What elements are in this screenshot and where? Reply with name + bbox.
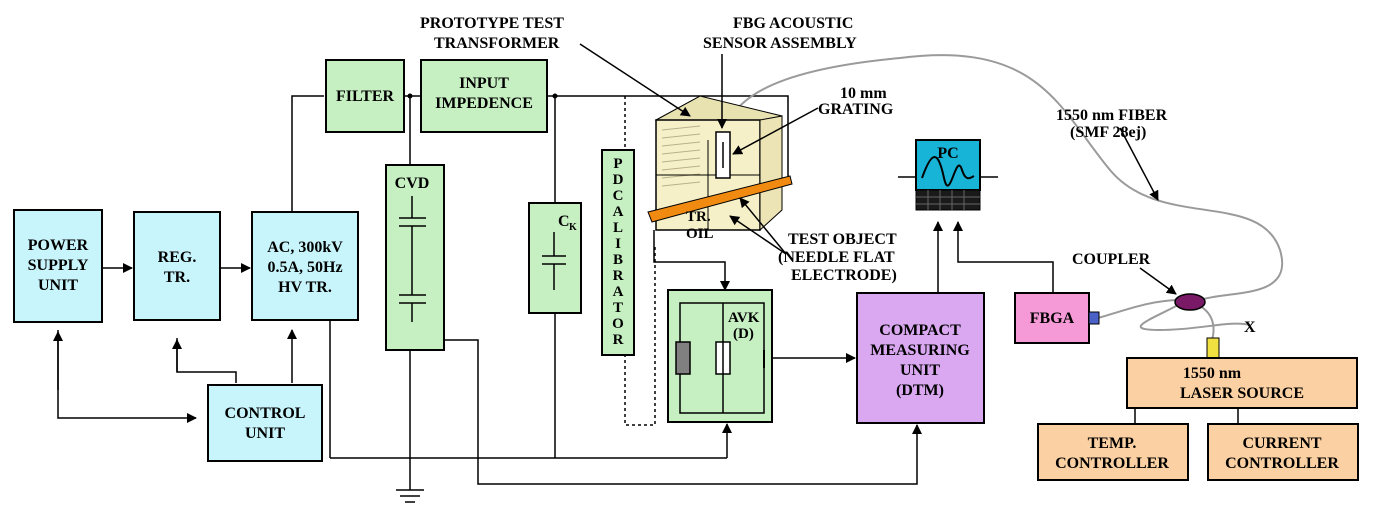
pd-cal-letter: D	[613, 172, 624, 188]
reg-tr-label-1: REG.	[158, 249, 197, 266]
control-unit-label-2: UNIT	[245, 425, 285, 442]
ck-coupling-capacitor: C K	[528, 202, 582, 314]
needle-electrode-icon	[647, 175, 793, 223]
power-supply-label-3: UNIT	[38, 277, 78, 294]
resistor-icon	[675, 341, 691, 375]
grating-label-2: GRATING	[818, 101, 894, 118]
fbg-sensor-label-2: SENSOR ASSEMBLY	[703, 35, 857, 52]
pd-calibrator: P D C A L I B R A T O R	[601, 149, 635, 356]
fiber-end-x-label: X	[1244, 319, 1256, 336]
laser-label-2: LASER SOURCE	[1180, 385, 1304, 402]
pd-cal-letter: L	[613, 220, 623, 236]
pd-cal-letter: P	[613, 156, 622, 172]
wiring	[53, 93, 1239, 503]
waveform-icon	[921, 156, 975, 187]
coupler-icon	[1174, 293, 1206, 311]
input-impedence-label-1: INPUT	[459, 75, 509, 92]
pd-cal-letter: O	[612, 316, 624, 332]
temp-controller: TEMP. CONTROLLER	[1037, 423, 1189, 481]
laser-output-connector	[1206, 337, 1220, 359]
compact-measuring-unit: COMPACT MEASURING UNIT (DTM)	[856, 292, 985, 424]
cvd-label: CVD	[395, 175, 430, 192]
pd-cal-letter: B	[613, 252, 623, 268]
annotations: PROTOTYPE TEST TRANSFORMER FBG ACOUSTIC …	[420, 15, 1256, 336]
pd-cal-letter: C	[613, 188, 624, 204]
pd-cal-letter: T	[613, 300, 623, 316]
optical-fiber	[721, 54, 1284, 341]
hv-tr-label-2: 0.5A, 50Hz	[267, 259, 342, 276]
compact-label-4: (DTM)	[896, 382, 944, 399]
temp-controller-label-1: TEMP.	[1088, 435, 1137, 452]
current-controller: CURRENT CONTROLLER	[1207, 423, 1359, 481]
power-supply-label-2: SUPPLY	[28, 257, 89, 274]
avk-measuring-impedance: AVK (D)	[667, 289, 773, 423]
ck-subscript: K	[569, 222, 577, 233]
control-unit-label-1: CONTROL	[225, 405, 306, 422]
compact-label-2: MEASURING	[870, 342, 970, 359]
test-object-label-3: ELECTRODE)	[791, 267, 897, 284]
power-supply-label-1: POWER	[28, 237, 89, 254]
pc-screen	[915, 139, 981, 191]
hv-transformer: AC, 300kV 0.5A, 50Hz HV TR.	[251, 211, 359, 321]
regulating-transformer: REG. TR.	[133, 211, 221, 321]
temp-controller-label-2: CONTROLLER	[1055, 455, 1169, 472]
compact-label-1: COMPACT	[879, 322, 961, 339]
tr-oil-label-1: TR.	[686, 209, 711, 225]
test-object-label-1: TEST OBJECT	[788, 231, 897, 248]
avk-label-2: (D)	[733, 326, 754, 342]
prototype-label-2: TRANSFORMER	[434, 35, 560, 52]
keyboard-icon	[915, 189, 981, 211]
fbg-sensor-label-1: FBG ACOUSTIC	[733, 15, 853, 32]
input-impedence-block: INPUT IMPEDENCE	[420, 59, 548, 133]
input-impedence-label-2: IMPEDENCE	[435, 95, 533, 112]
current-controller-label-2: CONTROLLER	[1225, 455, 1339, 472]
pc-label: PC	[937, 145, 958, 162]
fbga-label: FBGA	[1030, 310, 1075, 327]
pd-cal-letter: A	[613, 204, 624, 220]
avk-label-1: AVK	[728, 310, 760, 326]
fiber-label-2: (SMF 28ej)	[1070, 124, 1146, 141]
tr-oil-label-2: OIL	[686, 226, 714, 242]
pd-cal-letter: I	[615, 236, 621, 252]
prototype-label-1: PROTOTYPE TEST	[420, 15, 564, 32]
laser-label-1: 1550 nm	[1183, 365, 1242, 382]
filter-block: FILTER	[325, 59, 405, 133]
fiber-connector-icon	[1088, 311, 1100, 325]
prototype-test-transformer: TR. OIL	[647, 95, 793, 242]
grating-label-1: 10 mm	[840, 85, 887, 102]
coupler-label: COUPLER	[1072, 251, 1151, 268]
hv-tr-label-3: HV TR.	[278, 279, 332, 296]
ck-label: C	[558, 213, 570, 230]
fbga-analyzer: FBGA	[1014, 292, 1100, 344]
pc-computer: PC	[898, 139, 998, 211]
laser-source: 1550 nm LASER SOURCE	[1126, 337, 1358, 409]
pd-cal-letter: R	[613, 332, 624, 348]
cvd-block: CVD	[385, 164, 445, 351]
current-controller-label-1: CURRENT	[1242, 435, 1321, 452]
control-unit: CONTROL UNIT	[207, 384, 323, 462]
hv-tr-label-1: AC, 300kV	[267, 239, 343, 256]
pd-cal-letter: R	[613, 268, 624, 284]
filter-label: FILTER	[336, 88, 395, 105]
compact-label-3: UNIT	[900, 362, 940, 379]
power-supply-unit: POWER SUPPLY UNIT	[13, 209, 103, 323]
fiber-label-1: 1550 nm FIBER	[1056, 107, 1168, 124]
reg-tr-label-2: TR.	[164, 269, 190, 286]
pd-cal-letter: A	[613, 284, 624, 300]
test-object-label-2: (NEEDLE FLAT	[778, 249, 895, 266]
